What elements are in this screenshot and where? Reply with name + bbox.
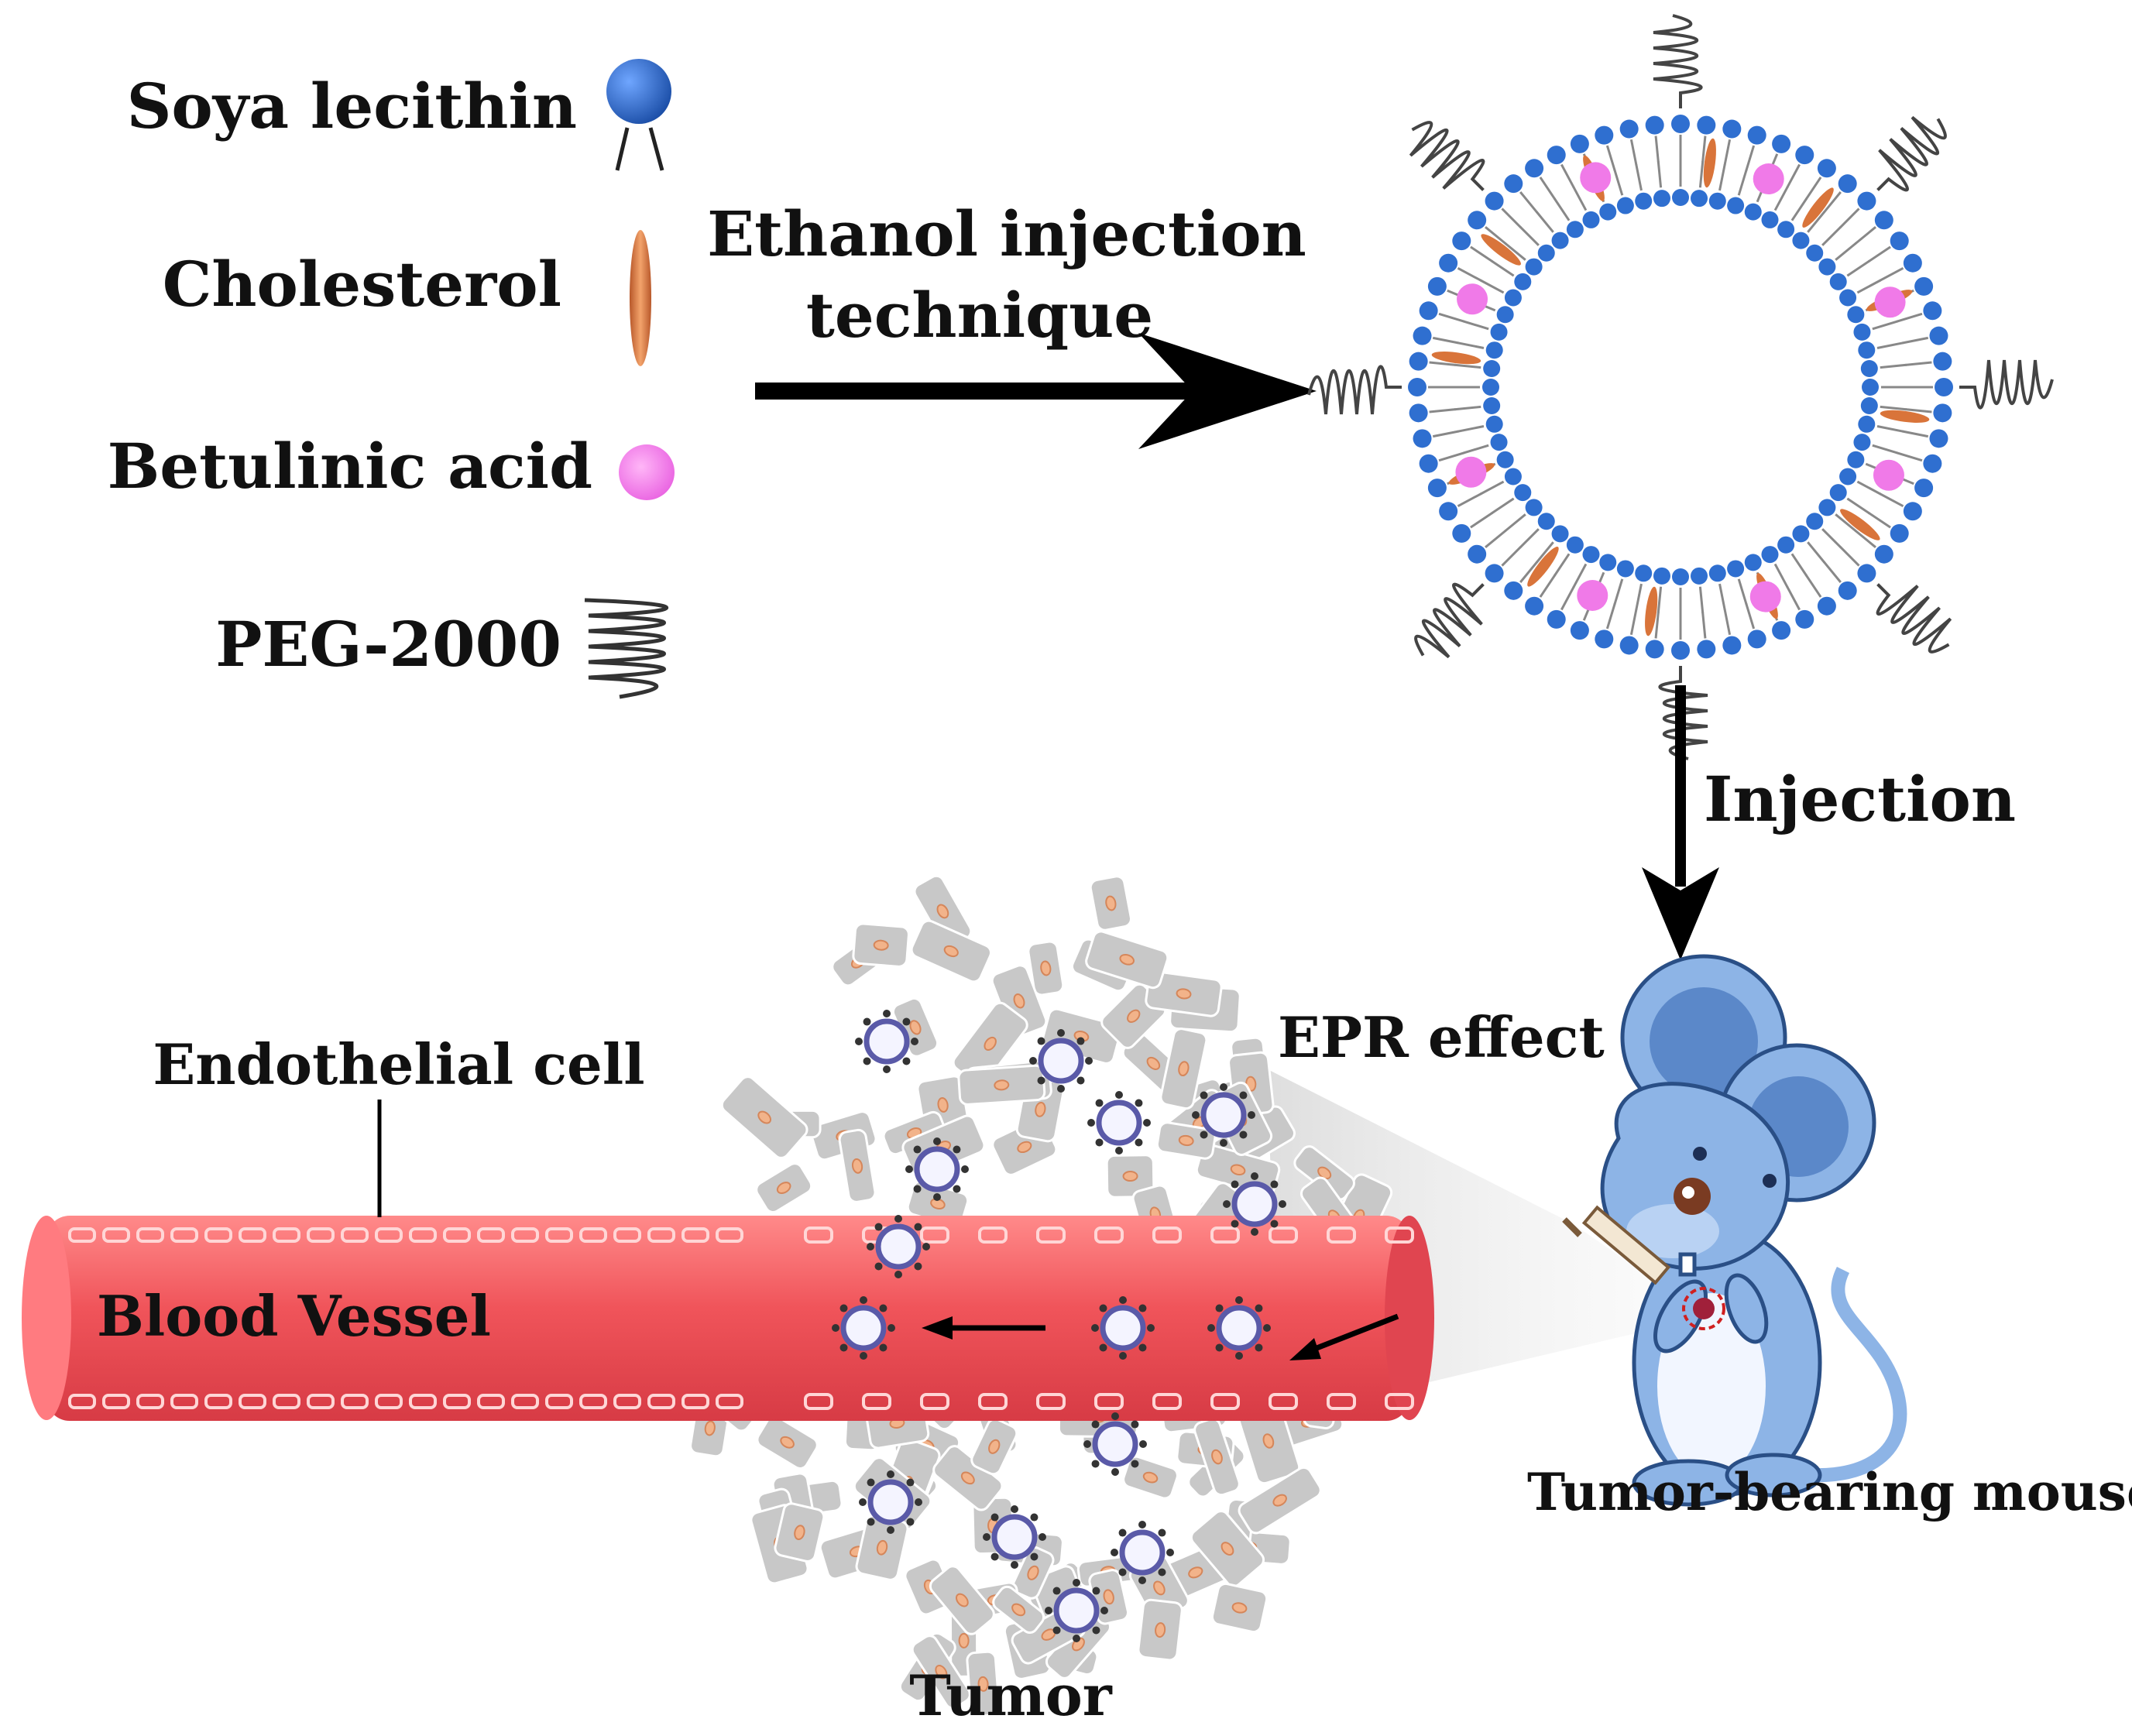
mouse-icon bbox=[1562, 954, 1907, 1507]
legend: Soya lecithin Cholesterol Betulinic acid… bbox=[108, 59, 675, 699]
cholesterol-icon bbox=[630, 230, 651, 366]
process-step1-line2: technique bbox=[806, 279, 1153, 352]
endothelial-cell-label: Endothelial cell bbox=[153, 1031, 644, 1097]
tumor-label: Tumor bbox=[909, 1662, 1113, 1728]
epr-effect-label: EPR effect bbox=[1278, 1004, 1605, 1070]
ethanol-injection-arrow: Ethanol injection technique bbox=[707, 197, 1317, 449]
syringe-icon bbox=[1562, 1205, 1671, 1285]
peg-liposome bbox=[1307, 14, 2054, 760]
legend-label-soya-lecithin: Soya lecithin bbox=[127, 70, 577, 142]
legend-label-peg-2000: PEG-2000 bbox=[215, 608, 561, 681]
betulinic-acid-icon bbox=[619, 444, 675, 500]
process-step1-line1: Ethanol injection bbox=[707, 197, 1306, 270]
nanoliposomes-in-tumor bbox=[832, 1010, 1286, 1642]
process-step2: Injection bbox=[1704, 763, 2016, 835]
flow-arrows bbox=[922, 1313, 1399, 1360]
peg-chain-icon bbox=[584, 598, 669, 699]
mouse-label: Tumor-bearing mouse bbox=[1527, 1462, 2132, 1522]
legend-label-betulinic-acid: Betulinic acid bbox=[108, 430, 592, 503]
tumor-site-marker bbox=[1682, 1287, 1725, 1330]
blood-vessel-label: Blood Vessel bbox=[97, 1283, 491, 1349]
injection-arrow: Injection bbox=[1642, 685, 2016, 960]
legend-label-cholesterol: Cholesterol bbox=[163, 248, 561, 321]
phospholipid-icon bbox=[606, 59, 671, 171]
blood-vessel bbox=[22, 1216, 1434, 1421]
